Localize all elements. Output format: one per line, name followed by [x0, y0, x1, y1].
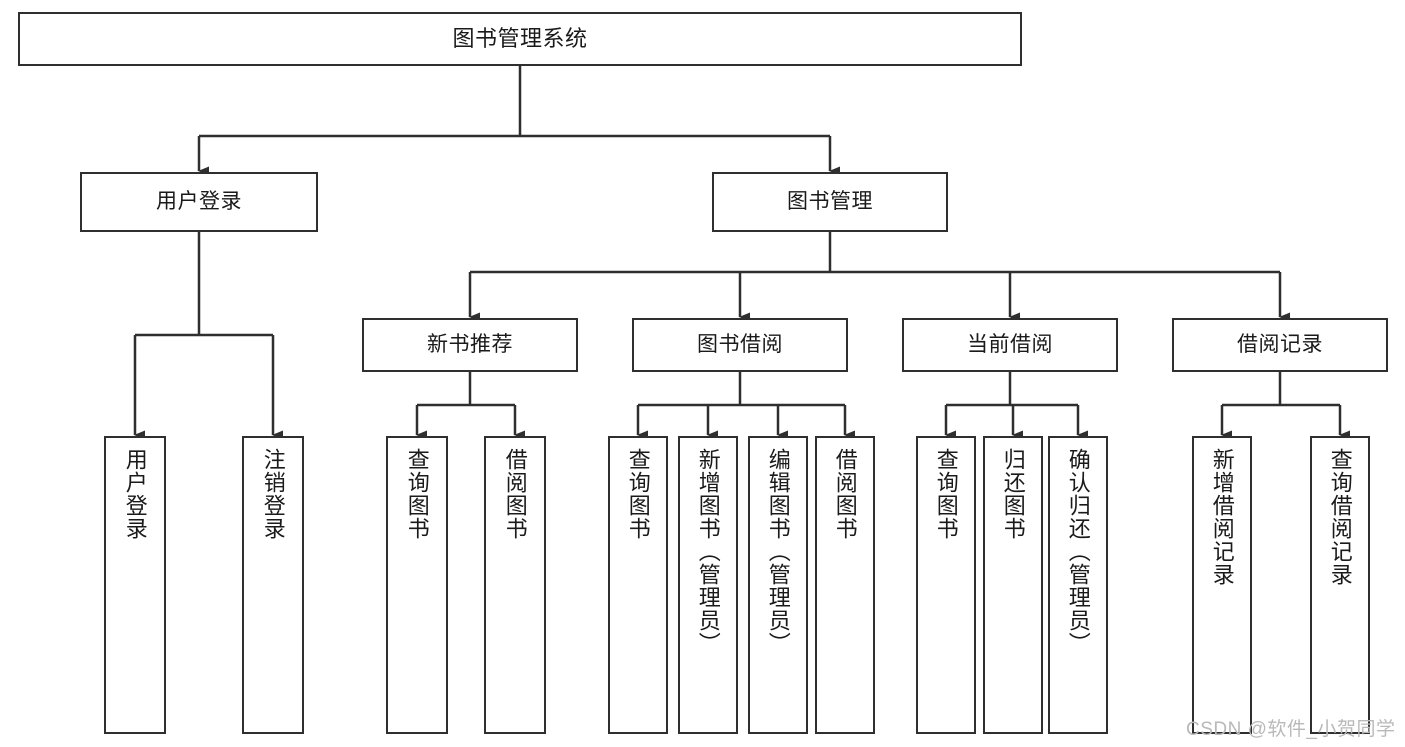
- node-label: 借阅图书: [832, 448, 858, 540]
- node-leaf-query-book-current[interactable]: 查询图书: [916, 436, 976, 734]
- node-label: 新增图书（管理员）: [695, 448, 721, 655]
- node-book-management[interactable]: 图书管理: [712, 172, 948, 232]
- csdn-watermark: CSDN @软件_小贺同学: [1186, 719, 1396, 740]
- node-leaf-edit-book[interactable]: 编辑图书（管理员）: [748, 436, 808, 734]
- node-root-system[interactable]: 图书管理系统: [18, 12, 1022, 66]
- node-label: 编辑图书（管理员）: [765, 448, 791, 655]
- node-leaf-query-book-rec[interactable]: 查询图书: [386, 436, 448, 734]
- node-label: 新书推荐: [427, 333, 513, 357]
- node-label: 查询借阅记录: [1327, 448, 1353, 586]
- node-label: 图书借阅: [697, 333, 783, 357]
- node-leaf-return-book[interactable]: 归还图书: [983, 436, 1043, 734]
- node-user-login[interactable]: 用户登录: [80, 172, 318, 232]
- node-label: 图书管理系统: [452, 25, 588, 51]
- node-label: 借阅图书: [502, 448, 528, 540]
- node-leaf-borrow-book[interactable]: 借阅图书: [815, 436, 875, 734]
- node-label: 借阅记录: [1237, 333, 1323, 357]
- node-label: 注销登录: [260, 448, 286, 540]
- node-label: 图书管理: [787, 190, 873, 214]
- node-leaf-add-book[interactable]: 新增图书（管理员）: [678, 436, 738, 734]
- node-label: 用户登录: [122, 448, 148, 540]
- node-label: 确认归还（管理员）: [1065, 448, 1091, 655]
- node-label: 用户登录: [156, 190, 242, 214]
- node-label: 查询图书: [625, 448, 651, 540]
- node-leaf-add-borrow-record[interactable]: 新增借阅记录: [1192, 436, 1252, 734]
- node-leaf-borrow-book-rec[interactable]: 借阅图书: [484, 436, 546, 734]
- node-book-borrow[interactable]: 图书借阅: [632, 318, 848, 372]
- node-label: 查询图书: [933, 448, 959, 540]
- node-leaf-logout[interactable]: 注销登录: [242, 436, 304, 734]
- node-label: 查询图书: [404, 448, 430, 540]
- node-leaf-query-book-borrow[interactable]: 查询图书: [608, 436, 668, 734]
- node-new-book-recommend[interactable]: 新书推荐: [362, 318, 578, 372]
- node-leaf-confirm-return[interactable]: 确认归还（管理员）: [1048, 436, 1108, 734]
- node-label: 当前借阅: [967, 333, 1053, 357]
- node-borrow-record[interactable]: 借阅记录: [1172, 318, 1388, 372]
- node-leaf-query-borrow-record[interactable]: 查询借阅记录: [1310, 436, 1370, 734]
- node-leaf-user-login[interactable]: 用户登录: [104, 436, 166, 734]
- node-current-borrow[interactable]: 当前借阅: [902, 318, 1118, 372]
- node-label: 新增借阅记录: [1209, 448, 1235, 586]
- node-label: 归还图书: [1000, 448, 1026, 540]
